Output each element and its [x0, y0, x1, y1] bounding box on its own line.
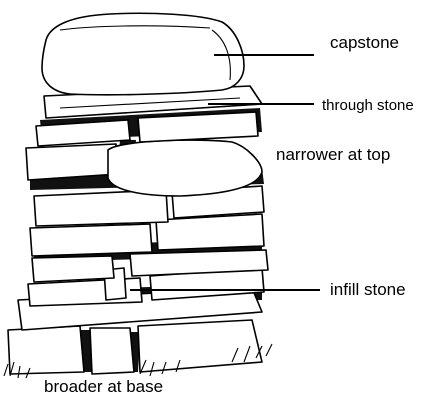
- infill-stone-label: infill stone: [330, 280, 406, 299]
- stone-row-2b: [138, 112, 258, 142]
- capstone-label: capstone: [330, 33, 399, 52]
- stone-row-4a: [34, 190, 168, 226]
- base-stone-right: [138, 320, 262, 372]
- stone-row-5b: [156, 214, 264, 250]
- broader-at-base-label: broader at base: [44, 377, 163, 396]
- stone-row-3a: [26, 144, 118, 180]
- stone-row-6a: [32, 256, 114, 282]
- stone-row-3b: [108, 140, 262, 196]
- through-stone-label: through stone: [322, 97, 414, 114]
- narrower-at-top-label: narrower at top: [276, 145, 390, 164]
- base-stone-middle: [90, 328, 134, 374]
- pillar-illustration: [4, 13, 272, 378]
- stone-row-5a: [30, 224, 152, 256]
